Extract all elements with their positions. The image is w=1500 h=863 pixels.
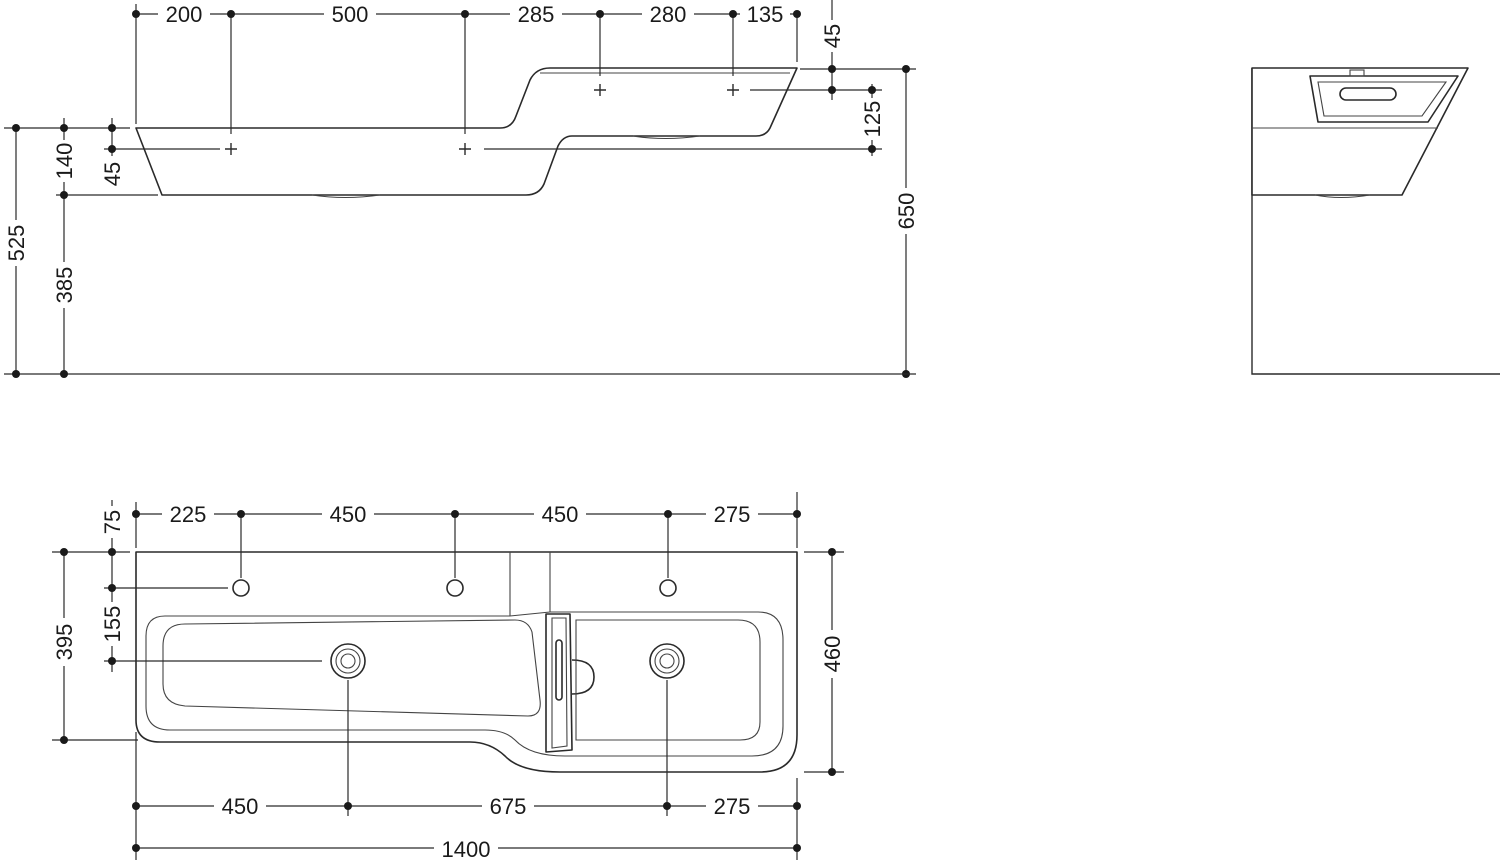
- front-dim-125: 125: [860, 101, 885, 138]
- plan-top-dimension-chain: 225 450 450 275: [132, 492, 801, 578]
- front-dim-500: 500: [332, 2, 369, 27]
- plan-dim-275-top: 275: [714, 502, 751, 527]
- front-drain-right: [632, 135, 701, 140]
- plan-tray-handle: [555, 639, 563, 701]
- front-dim-135: 135: [747, 2, 784, 27]
- plan-tray-inner: [551, 617, 568, 749]
- plan-right-dimensions: 460: [804, 548, 845, 776]
- plan-taphole-2: [446, 579, 464, 597]
- plan-dim-675: 675: [490, 794, 527, 819]
- plan-dim-155: 155: [100, 606, 125, 643]
- plan-dim-450-a: 450: [330, 502, 367, 527]
- side-handle: [1339, 87, 1397, 101]
- plan-taphole-1: [232, 579, 250, 597]
- plan-divider-column: [509, 552, 551, 616]
- front-left-dimensions: 525 140 45 385: [4, 118, 916, 378]
- front-right-dimensions: 45 125 650: [484, 0, 919, 378]
- plan-drain-right: [649, 643, 685, 679]
- side-elevation: [1251, 67, 1500, 375]
- plan-dim-225: 225: [170, 502, 207, 527]
- plan-right-bowl: [575, 619, 761, 741]
- plan-dim-460: 460: [820, 636, 845, 673]
- plan-tray-knob: [571, 659, 595, 695]
- plan-outline: [135, 551, 798, 773]
- front-elevation: 200 500 285 280 135 45 125 650: [4, 0, 919, 378]
- front-dim-45-left: 45: [100, 162, 125, 186]
- plan-dim-450-b: 450: [542, 502, 579, 527]
- front-dim-200: 200: [166, 2, 203, 27]
- plan-dim-75: 75: [100, 510, 125, 534]
- side-tap-stub: [1349, 69, 1365, 77]
- side-tray-inner: [1317, 81, 1448, 117]
- front-dim-140: 140: [52, 143, 77, 180]
- front-top-dimension-chain: 200 500 285 280 135: [132, 2, 801, 134]
- front-dim-285: 285: [518, 2, 555, 27]
- side-drain: [1314, 194, 1371, 199]
- plan-basin-rim: [145, 611, 784, 757]
- plan-dim-275-bottom: 275: [714, 794, 751, 819]
- plan-dim-1400: 1400: [442, 837, 491, 862]
- front-basin-outline: [135, 67, 798, 196]
- plan-view: 225 450 450 275 75 155 395: [52, 492, 845, 862]
- front-dim-525: 525: [4, 225, 29, 262]
- front-tap-markers: [225, 84, 739, 155]
- front-dim-280: 280: [650, 2, 687, 27]
- plan-dim-450-bottom: 450: [222, 794, 259, 819]
- front-dim-650: 650: [894, 193, 919, 230]
- front-drain-left: [311, 194, 381, 199]
- plan-bottom-dimension-chain: 450 675 275 1400: [132, 680, 801, 862]
- front-dim-45-right: 45: [820, 24, 845, 48]
- front-dim-385: 385: [52, 267, 77, 304]
- plan-left-bowl: [162, 619, 541, 717]
- plan-left-dimensions: 75 155 395: [52, 500, 322, 744]
- plan-taphole-3: [659, 579, 677, 597]
- plan-dim-395: 395: [52, 624, 77, 661]
- plan-drain-left: [330, 643, 366, 679]
